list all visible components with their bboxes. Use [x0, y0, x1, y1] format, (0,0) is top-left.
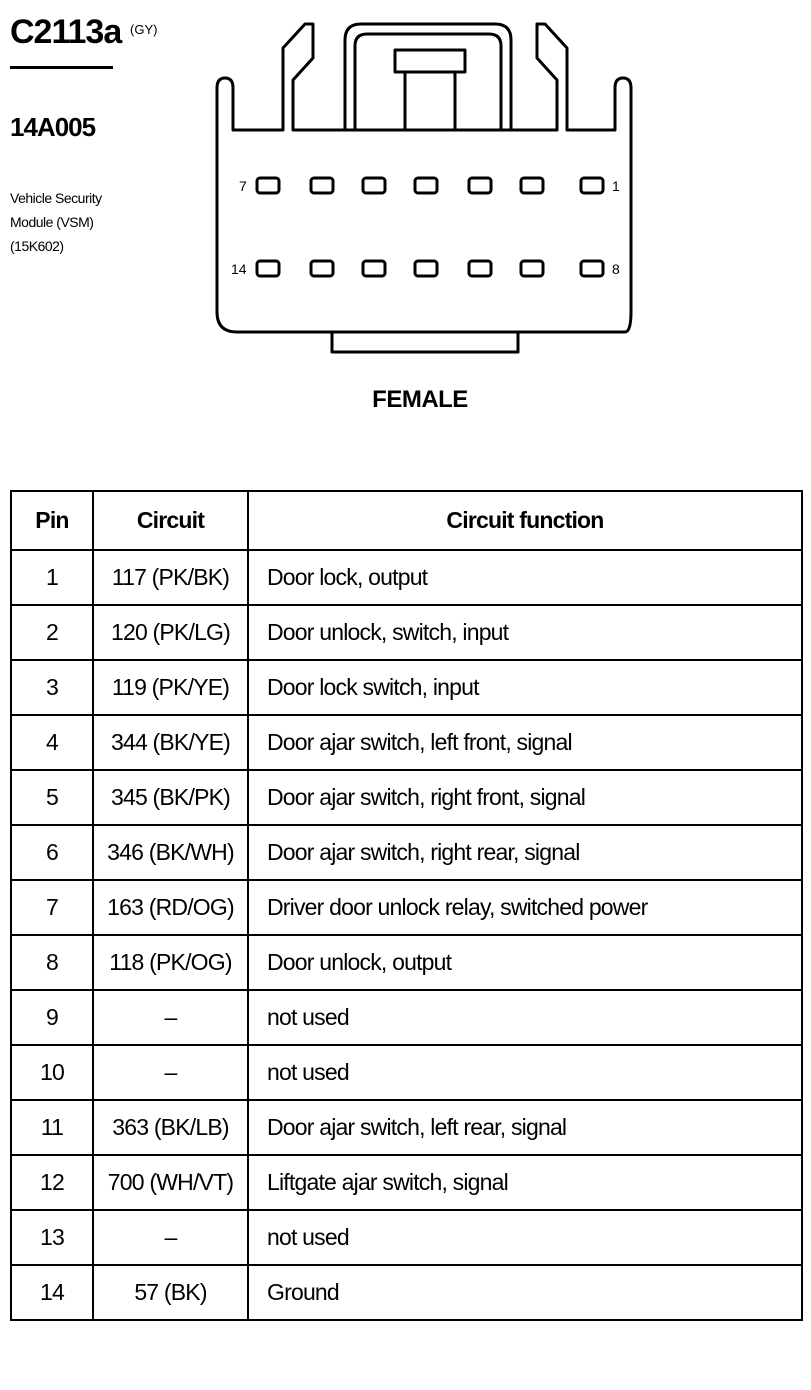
connector-view-label: FEMALE	[372, 386, 468, 413]
connector-face-diagram: 7 1 14 8	[215, 22, 633, 354]
pin-cell: 1	[10, 549, 94, 606]
table-row: 1 117 (PK/BK) Door lock, output	[10, 549, 803, 606]
pin-cell: 2	[10, 604, 94, 661]
circuit-cell: 363 (BK/LB)	[92, 1099, 249, 1156]
component-description: Vehicle Security Module (VSM) (15K602)	[10, 186, 102, 258]
pin-cell: 9	[10, 989, 94, 1046]
table-row: 9 – not used	[10, 989, 803, 1046]
connector-latch-stem	[403, 70, 457, 132]
pin-cavity-4	[413, 176, 439, 195]
table-row: 3 119 (PK/YE) Door lock switch, input	[10, 659, 803, 716]
function-cell: not used	[247, 1209, 803, 1266]
circuit-cell: 117 (PK/BK)	[92, 549, 249, 606]
function-cell: Driver door unlock relay, switched power	[247, 879, 803, 936]
function-cell: Door ajar switch, right front, signal	[247, 769, 803, 826]
function-cell: Door lock, output	[247, 549, 803, 606]
circuit-cell: 344 (BK/YE)	[92, 714, 249, 771]
function-cell: not used	[247, 1044, 803, 1101]
circuit-cell: –	[92, 1209, 249, 1266]
table-row: 8 118 (PK/OG) Door unlock, output	[10, 934, 803, 991]
table-row: 14 57 (BK) Ground	[10, 1264, 803, 1321]
function-cell: Door unlock, switch, input	[247, 604, 803, 661]
pin-label-bottom-right: 8	[612, 261, 620, 277]
circuit-cell: –	[92, 1044, 249, 1101]
function-cell: Door ajar switch, left rear, signal	[247, 1099, 803, 1156]
function-cell: Door ajar switch, right rear, signal	[247, 824, 803, 881]
header-circuit-function: Circuit function	[247, 490, 803, 551]
table-header-row: Pin Circuit Circuit function	[10, 490, 803, 551]
pin-cavity-1	[579, 176, 605, 195]
table-row: 6 346 (BK/WH) Door ajar switch, right re…	[10, 824, 803, 881]
pin-cavity-12	[361, 259, 387, 278]
circuit-cell: 120 (PK/LG)	[92, 604, 249, 661]
pin-cavity-14	[255, 259, 281, 278]
connector-id: C2113a	[10, 13, 122, 51]
connector-key-rib	[330, 330, 520, 354]
circuit-cell: –	[92, 989, 249, 1046]
pin-cavity-10	[467, 259, 493, 278]
table-row: 10 – not used	[10, 1044, 803, 1101]
pin-label-top-right: 1	[612, 178, 620, 194]
function-cell: Door ajar switch, left front, signal	[247, 714, 803, 771]
pin-cavity-2	[519, 176, 545, 195]
component-description-line: (15K602)	[10, 238, 64, 254]
function-cell: Door lock switch, input	[247, 659, 803, 716]
pin-cavity-7	[255, 176, 281, 195]
connector-latch	[343, 22, 513, 132]
connector-id-underline	[10, 66, 113, 69]
pin-cell: 7	[10, 879, 94, 936]
table-row: 5 345 (BK/PK) Door ajar switch, right fr…	[10, 769, 803, 826]
table-row: 7 163 (RD/OG) Driver door unlock relay, …	[10, 879, 803, 936]
pin-cell: 10	[10, 1044, 94, 1101]
table-row: 4 344 (BK/YE) Door ajar switch, left fro…	[10, 714, 803, 771]
pin-cavity-5	[361, 176, 387, 195]
pin-cell: 5	[10, 769, 94, 826]
pin-cavity-9	[519, 259, 545, 278]
pin-cell: 14	[10, 1264, 94, 1321]
header-pin: Pin	[10, 490, 94, 551]
pinout-table: Pin Circuit Circuit function 1 117 (PK/B…	[10, 490, 803, 1321]
pin-cavity-8	[579, 259, 605, 278]
pin-cavity-13	[309, 259, 335, 278]
table-row: 13 – not used	[10, 1209, 803, 1266]
pin-cell: 6	[10, 824, 94, 881]
circuit-cell: 57 (BK)	[92, 1264, 249, 1321]
function-cell: Liftgate ajar switch, signal	[247, 1154, 803, 1211]
component-description-line: Module (VSM)	[10, 214, 94, 230]
pin-cell: 13	[10, 1209, 94, 1266]
connector-color-code: (GY)	[130, 22, 158, 37]
component-description-line: Vehicle Security	[10, 190, 102, 206]
pin-cavity-6	[309, 176, 335, 195]
pin-cavity-3	[467, 176, 493, 195]
pin-label-top-left: 7	[239, 178, 247, 194]
header-circuit: Circuit	[92, 490, 249, 551]
pin-cell: 4	[10, 714, 94, 771]
circuit-cell: 345 (BK/PK)	[92, 769, 249, 826]
table-row: 12 700 (WH/VT) Liftgate ajar switch, sig…	[10, 1154, 803, 1211]
table-row: 11 363 (BK/LB) Door ajar switch, left re…	[10, 1099, 803, 1156]
pin-cell: 11	[10, 1099, 94, 1156]
pin-label-bottom-left: 14	[231, 261, 247, 277]
circuit-cell: 700 (WH/VT)	[92, 1154, 249, 1211]
connector-housing	[215, 22, 633, 334]
pin-cell: 3	[10, 659, 94, 716]
part-number: 14A005	[10, 112, 96, 142]
circuit-cell: 119 (PK/YE)	[92, 659, 249, 716]
function-cell: Ground	[247, 1264, 803, 1321]
circuit-cell: 118 (PK/OG)	[92, 934, 249, 991]
circuit-cell: 346 (BK/WH)	[92, 824, 249, 881]
connector-latch-inner	[353, 32, 503, 132]
connector-latch-tab	[393, 48, 467, 74]
function-cell: not used	[247, 989, 803, 1046]
table-row: 2 120 (PK/LG) Door unlock, switch, input	[10, 604, 803, 661]
pin-cell: 8	[10, 934, 94, 991]
pin-cavity-11	[413, 259, 439, 278]
function-cell: Door unlock, output	[247, 934, 803, 991]
pin-cell: 12	[10, 1154, 94, 1211]
circuit-cell: 163 (RD/OG)	[92, 879, 249, 936]
